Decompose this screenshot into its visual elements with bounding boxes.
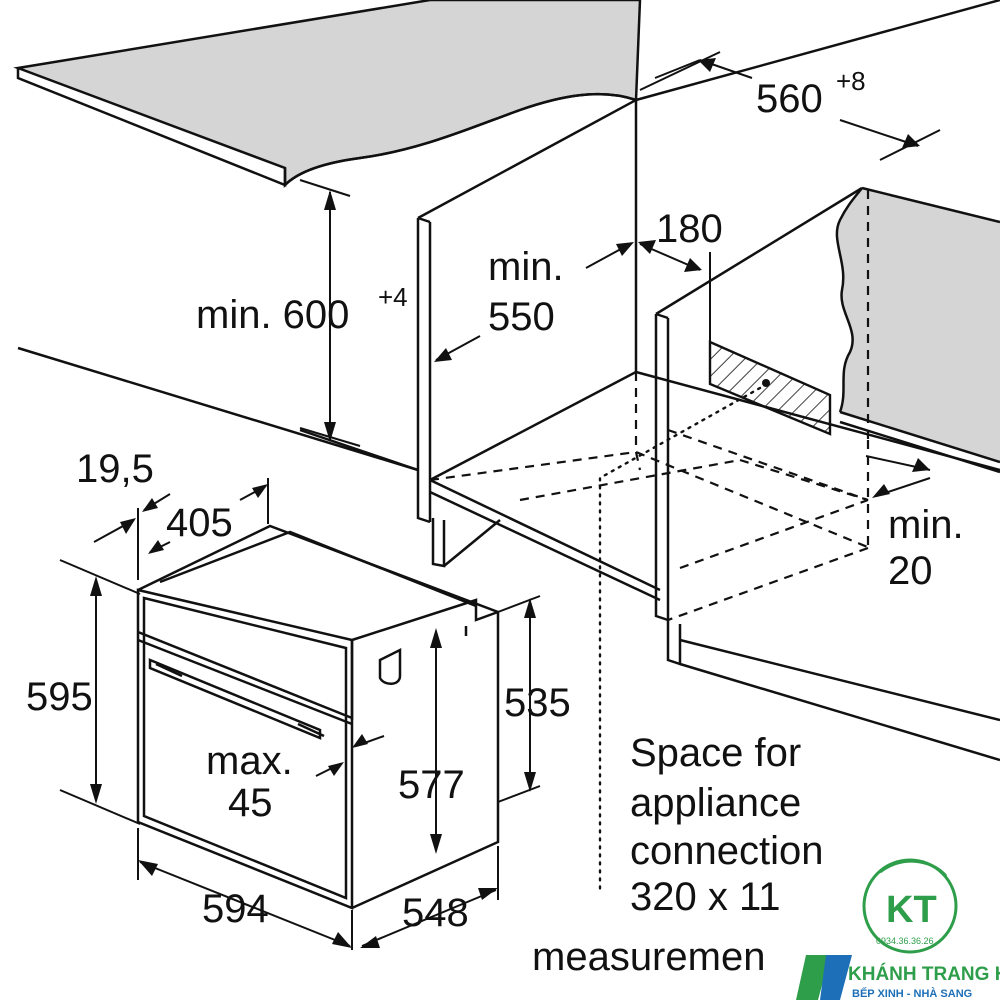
cabinet-left-panel: [17, 97, 661, 602]
niche-dashed-outline: [429, 190, 871, 622]
label-min-550-a: min.: [488, 245, 564, 289]
countertop: [13, 0, 642, 189]
logo-tagline: BẾP XINH - NHÀ SANG: [852, 987, 972, 1000]
label-405: 405: [166, 501, 233, 545]
label-535: 535: [504, 681, 571, 725]
label-max-45-b: 45: [228, 781, 273, 825]
brand-logo: KT 0934.36.36.26 KHÁNH TRANG HOME BẾP XI…: [796, 858, 1000, 1000]
label-max-45-a: max.: [206, 739, 293, 783]
logo-initials: KT: [886, 889, 937, 931]
logo-mark-t: [820, 955, 852, 1000]
note-line-4: 320 x 11: [630, 875, 781, 919]
connection-area: [598, 252, 832, 892]
dimension-lines: [59, 51, 941, 950]
label-min-20-a: min.: [888, 503, 964, 547]
oven: [136, 524, 500, 910]
wall-right: [635, 0, 1000, 474]
label-min-550-b: 550: [488, 295, 555, 339]
label-595: 595: [26, 675, 93, 719]
label-560-sup: +8: [836, 66, 866, 96]
logo-mark-k: [796, 955, 830, 1000]
label-19-5: 19,5: [76, 447, 154, 491]
label-594: 594: [202, 887, 269, 931]
label-min-600-sup: +4: [378, 282, 408, 312]
label-min-20-b: 20: [888, 549, 933, 593]
label-548: 548: [402, 891, 469, 935]
labels: 560 +8 min. 550 min. 600 +4 180 min. 20 …: [26, 66, 964, 979]
logo-name: KHÁNH TRANG HOME: [848, 963, 1000, 985]
logo-phone: 0934.36.36.26: [876, 936, 934, 946]
caption-text: measuremen: [532, 935, 765, 979]
note-line-1: Space for: [630, 731, 801, 775]
note-line-2: appliance: [630, 781, 801, 825]
label-180: 180: [656, 207, 723, 251]
note-line-3: connection: [630, 829, 823, 873]
label-577: 577: [398, 763, 465, 807]
label-560: 560: [756, 77, 823, 121]
label-min-600: min. 600: [196, 293, 349, 337]
